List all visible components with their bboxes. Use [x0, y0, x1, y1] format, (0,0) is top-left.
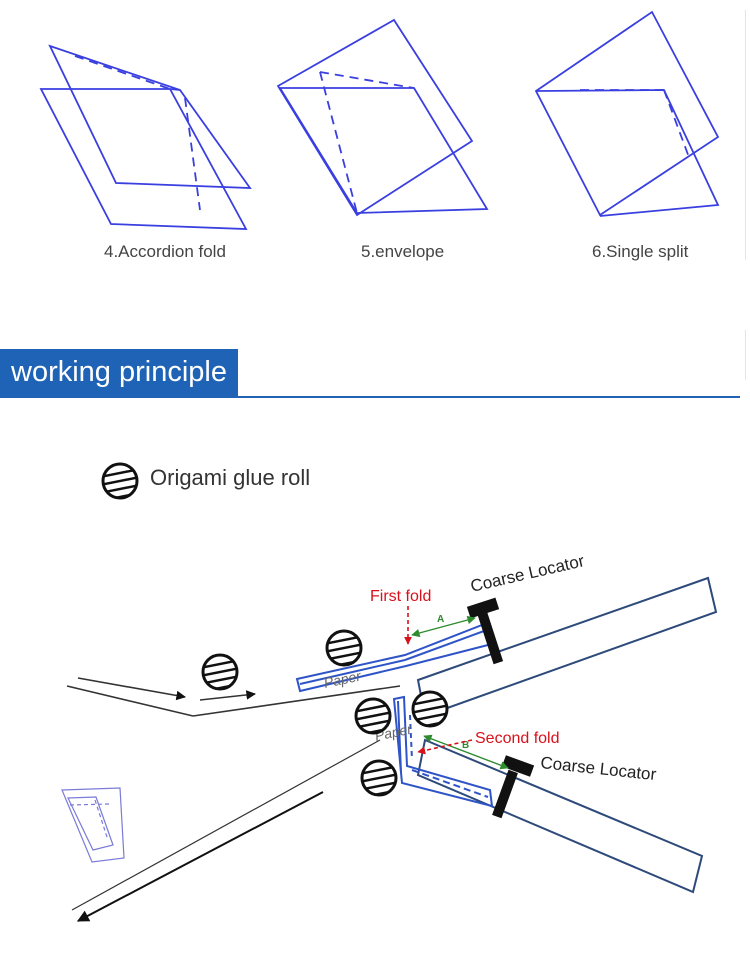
dimension-b: B: [423, 734, 509, 770]
envelope-fold-icon: [276, 18, 489, 217]
lower-fold-plate: [416, 738, 704, 894]
coarse-locator-top-label: Coarse Locator: [469, 551, 587, 596]
coarse-locator-bottom: [492, 755, 535, 819]
fold-caption-envelope: 5.envelope: [361, 242, 445, 261]
first-fold-label: First fold: [370, 588, 431, 605]
section-title: working principle: [0, 349, 238, 396]
folded-output-icon: [61, 787, 125, 863]
glue-roll-icon: [200, 655, 240, 692]
legend-label: Origami glue roll: [150, 465, 311, 490]
paper-second-fold: [392, 695, 494, 808]
glue-roll-icon: [359, 761, 399, 798]
glue-roll-icon: [410, 692, 450, 729]
input-feed: [66, 677, 401, 717]
separator-line: [745, 330, 746, 380]
fold-types-figure: [39, 10, 720, 230]
section-rule: [0, 396, 740, 398]
dimension-a-label: A: [437, 614, 444, 625]
fold-caption-accordion: 4.Accordion fold: [104, 242, 226, 261]
separator-line: [745, 10, 746, 260]
dimension-b-label: B: [462, 740, 469, 751]
fold-caption-single-split: 6.Single split: [592, 242, 689, 261]
second-fold-label: Second fold: [475, 730, 560, 747]
output-guide-line: [71, 739, 381, 911]
second-fold-arrow: [417, 739, 473, 755]
coarse-locator-bottom-label: Coarse Locator: [540, 753, 658, 784]
dimension-a: A: [411, 614, 476, 638]
paper-label-top: Paper: [322, 667, 363, 691]
glue-roll-icon: [324, 631, 364, 668]
accordion-fold-icon: [39, 44, 252, 230]
coarse-locator-top: [466, 597, 504, 665]
glue-roll-icon: [101, 462, 139, 500]
output-exit-arrow: [76, 791, 324, 922]
